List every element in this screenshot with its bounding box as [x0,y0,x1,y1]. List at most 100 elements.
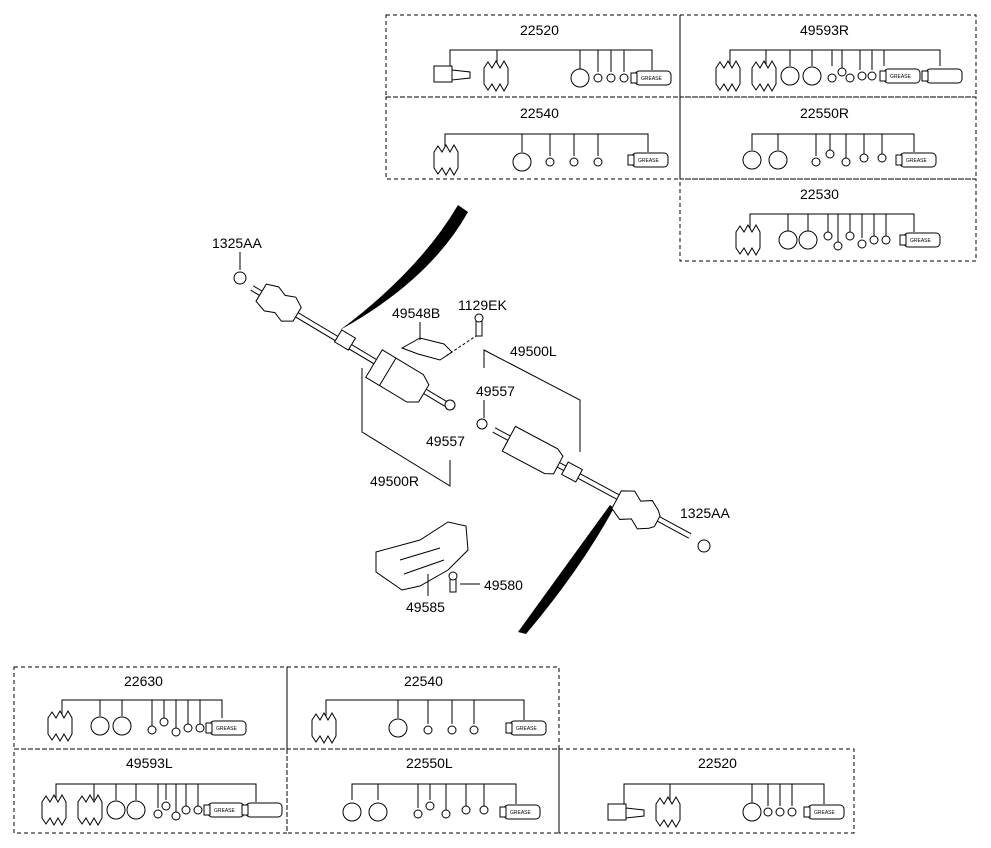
grease-icon [241,802,283,818]
clip-icon [827,73,837,83]
nut-icon [233,271,247,285]
driveshaft-right [250,283,448,407]
clip-icon [857,239,867,249]
clip-icon [469,725,479,735]
label-49557-lower: 49557 [426,433,465,449]
grease-label: GREASE [814,810,836,816]
label-49500R: 49500R [370,473,419,489]
grease-icon: GREASE [630,70,672,86]
kit-code: 49593R [800,22,849,38]
joint-housing-icon [433,65,471,83]
clip-icon [171,727,181,737]
ring-icon [512,152,532,172]
clip-icon [823,231,833,241]
grease-icon: GREASE [879,68,921,84]
joint-housing-icon [607,803,645,821]
clip-icon [147,725,157,735]
clip-icon [423,725,433,735]
kit-code: 22540 [520,105,559,121]
boot-icon [433,144,459,176]
boot-icon [41,794,67,826]
clip-icon [171,811,181,821]
kit-box-49593L: 49593L GREASE [13,748,288,834]
boot-icon [77,794,103,826]
clip-icon [867,71,877,81]
ring-icon [342,802,362,822]
bolt-icon [474,313,484,337]
bolt-icon [448,571,458,593]
clip-icon [569,157,579,167]
clip-icon [195,723,205,733]
grease-icon: GREASE [627,152,669,168]
kit-box-22520-top: 22520 GREASE [385,14,681,98]
grease-icon: GREASE [499,804,541,820]
clip-icon [161,801,171,811]
kit-code: 22550L [406,755,453,771]
ring-icon [768,150,788,170]
grease-label: GREASE [214,808,236,814]
clip-icon [877,153,887,163]
clip-icon [857,71,867,81]
kit-code: 49593L [126,755,173,771]
bracket-icon [400,337,453,361]
boot-icon [47,710,73,742]
ring-icon [106,800,126,820]
kit-box-22530: 22530 GREASE [679,178,977,262]
clip-icon [479,805,489,815]
clip-icon [425,801,435,811]
grease-icon: GREASE [803,804,845,820]
label-49580: 49580 [484,577,523,593]
clip-icon [461,805,471,815]
ring-icon [780,66,800,86]
ring-icon [126,800,146,820]
ring-icon [742,802,762,822]
clip-icon [811,157,821,167]
boot-icon [655,796,681,828]
clip-icon [787,807,797,817]
kit-code: 22630 [124,673,163,689]
clip-icon [837,67,847,77]
grease-label: GREASE [516,726,538,732]
grease-label: GREASE [906,158,928,164]
clip-icon [859,153,869,163]
grease-label: GREASE [890,74,912,80]
kit-box-22520-bottom: 22520 GREASE [558,748,855,834]
ring-icon [802,66,822,86]
label-1325AA-lower: 1325AA [680,505,730,521]
clip-icon [619,73,629,83]
clip-icon [447,725,457,735]
label-49557-upper: 49557 [476,383,515,399]
grease-icon: GREASE [203,802,245,818]
kit-code: 22520 [698,755,737,771]
ring-icon [778,230,798,250]
clip-icon [545,157,555,167]
boot-icon [311,712,337,744]
heat-shield-icon [375,521,469,591]
clip-icon [183,723,193,733]
nut-icon [697,539,711,553]
kit-box-22550R: 22550R GREASE [679,96,977,180]
grease-icon: GREASE [205,720,247,736]
kit-box-22550L: 22550L GREASE [286,748,560,834]
clip-icon [825,149,835,159]
kit-code: 22520 [520,22,559,38]
snap-ring-icon [476,418,488,430]
clip-icon [193,805,203,815]
kit-code: 22550R [800,105,849,121]
clip-icon [593,73,603,83]
grease-icon: GREASE [505,720,547,736]
label-49500L: 49500L [510,343,557,359]
driveshaft-left [492,425,692,539]
label-49548B: 49548B [392,305,440,321]
clip-icon [845,231,855,241]
clip-icon [869,235,879,245]
clip-icon [413,809,423,819]
ring-icon [798,230,818,250]
clip-icon [833,241,843,251]
snap-ring-icon [444,399,456,411]
label-1325AA-upper: 1325AA [212,235,262,251]
label-49585: 49585 [406,599,445,615]
grease-label: GREASE [510,810,532,816]
kit-box-49593R: 49593R GREASE [679,14,977,98]
